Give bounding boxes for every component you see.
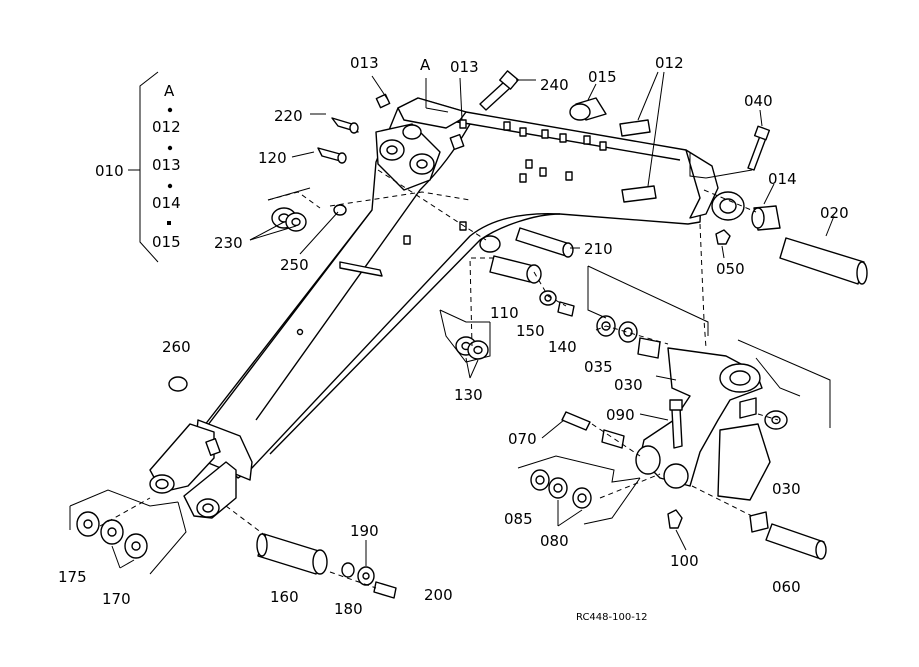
label-100: 100	[670, 552, 699, 570]
cap-260	[168, 376, 188, 392]
collar-180	[341, 562, 355, 578]
label-110: 110	[490, 304, 519, 322]
label-085: 085	[504, 510, 533, 528]
label-220: 220	[274, 107, 303, 125]
wear-pad-012	[619, 119, 657, 203]
boom	[149, 93, 745, 519]
shim-170	[100, 519, 148, 559]
label-090: 090	[606, 406, 635, 424]
label-012-list: 012	[152, 118, 181, 136]
leader-lines	[69, 71, 835, 589]
bolt-090	[669, 399, 683, 449]
label-020: 020	[820, 204, 849, 222]
pin-160	[256, 533, 328, 575]
label-010: 010	[95, 162, 124, 180]
shim-230	[271, 207, 307, 232]
label-060: 060	[772, 578, 801, 596]
kit-list-bracket	[128, 71, 173, 263]
label-080: 080	[540, 532, 569, 550]
bolt-040	[747, 125, 771, 171]
shim-130	[455, 336, 489, 360]
label-150: 150	[516, 322, 545, 340]
label-035: 035	[584, 358, 613, 376]
label-013-list: 013	[152, 156, 181, 174]
label-014-list: 014	[152, 194, 181, 212]
bushing-015	[569, 97, 607, 121]
washer-190	[357, 566, 375, 586]
label-190: 190	[350, 522, 379, 540]
label-175: 175	[58, 568, 87, 586]
label-210: 210	[584, 240, 613, 258]
shim-085	[530, 469, 550, 491]
label-170: 170	[102, 590, 131, 608]
bushing-014	[751, 205, 781, 231]
shim-175	[76, 511, 100, 537]
label-140: 140	[548, 338, 577, 356]
label-120: 120	[258, 149, 287, 167]
pin-020	[779, 237, 868, 285]
label-015: 015	[588, 68, 617, 86]
label-013-b: 013	[450, 58, 479, 76]
shim-080	[548, 477, 592, 509]
label-A-list: A	[164, 82, 175, 100]
label-130: 130	[454, 386, 483, 404]
label-040: 040	[744, 92, 773, 110]
bolt-240	[479, 70, 519, 111]
pin-210	[479, 227, 574, 258]
label-180: 180	[334, 600, 363, 618]
drawing-code: RC448-100-12	[576, 612, 648, 623]
label-160: 160	[270, 588, 299, 606]
label-012: 012	[655, 54, 684, 72]
label-230: 230	[214, 234, 243, 252]
grease-nipple-250	[333, 204, 347, 216]
label-200: 200	[424, 586, 453, 604]
nut-050	[715, 229, 731, 245]
grease-fitting-220	[331, 117, 359, 134]
label-070: 070	[508, 430, 537, 448]
pin-060	[749, 511, 827, 560]
label-030-b: 030	[772, 480, 801, 498]
label-250: 250	[280, 256, 309, 274]
label-014: 014	[768, 170, 797, 188]
label-240: 240	[540, 76, 569, 94]
label-050: 050	[716, 260, 745, 278]
nut-100	[667, 509, 683, 529]
label-015-list: 015	[152, 233, 181, 251]
label-260: 260	[162, 338, 191, 356]
label-013-a: 013	[350, 54, 379, 72]
label-030-a: 030	[614, 376, 643, 394]
bolt-140	[557, 301, 575, 317]
shim-030	[618, 321, 788, 430]
callouts: 010 A 012 013 014 015 013 A 013 240 015 …	[58, 54, 849, 623]
washer-150	[539, 290, 557, 306]
bolt-200	[373, 581, 397, 599]
collar-110	[489, 255, 542, 284]
swing-bracket	[635, 347, 771, 501]
label-A-top: A	[420, 56, 431, 74]
grease-fitting-120	[317, 147, 347, 164]
